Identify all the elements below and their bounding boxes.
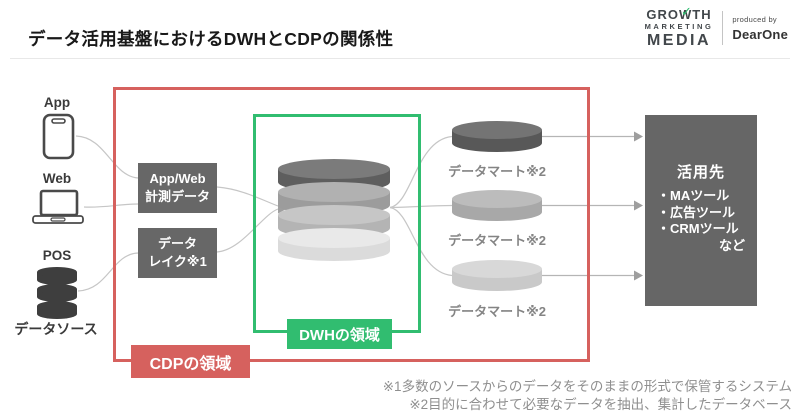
destination-box: 活用先 ・MAツール ・広告ツール ・CRMツール など bbox=[645, 115, 757, 306]
datamart-label-2: データマート※2 bbox=[448, 233, 546, 248]
check-icon: ✓ bbox=[680, 4, 693, 19]
data-source-caption: データソース bbox=[14, 321, 98, 337]
destination-item-ma: ・MAツール bbox=[657, 188, 730, 203]
destination-etc: など bbox=[718, 237, 745, 253]
connector-web-to-measure bbox=[83, 203, 139, 208]
cdp-region-frame bbox=[113, 87, 590, 362]
dwh-region-frame bbox=[253, 114, 421, 333]
footnote-2: ※2目的に合わせて必要なデータを抽出、集計したデータベース bbox=[409, 396, 792, 412]
arrowhead-dest-3 bbox=[634, 270, 643, 281]
header-divider bbox=[10, 58, 790, 59]
destination-item-ad: ・広告ツール bbox=[657, 204, 736, 220]
cdp-region-label: CDPの領域 bbox=[131, 345, 250, 378]
logo-wordmark: GROW✓TH MARKETING MEDIA bbox=[644, 4, 714, 49]
datamart-disk-3 bbox=[452, 260, 542, 291]
logo-media-line: MEDIA bbox=[646, 31, 712, 49]
arrowhead-dest-2 bbox=[634, 200, 643, 211]
database-icon bbox=[37, 267, 77, 319]
source-connectors bbox=[75, 135, 279, 292]
source-label-pos: POS bbox=[42, 248, 72, 263]
connector-measure-to-dwh bbox=[216, 186, 279, 207]
connector-dwh-to-datamart-1 bbox=[389, 135, 453, 209]
connector-dwh-to-datamart-2 bbox=[389, 204, 453, 209]
appweb-measurement-data-box: App/Web 計測データ bbox=[138, 163, 217, 213]
laptop-icon bbox=[32, 189, 84, 224]
logo-producer: produced by DearOne bbox=[732, 16, 788, 41]
source-label-app: App bbox=[43, 95, 71, 110]
connector-datalake-to-dwh bbox=[216, 208, 279, 253]
dwh-cylinder-stack bbox=[278, 159, 390, 261]
logo-text-th: TH bbox=[692, 7, 712, 22]
footnote-1: ※1多数のソースからのデータをそのままの形式で保管するシステム bbox=[382, 379, 792, 394]
dearone-brand: DearOne bbox=[732, 26, 788, 42]
connector-dwh-to-datamart-3 bbox=[389, 206, 453, 277]
growth-marketing-media-logo: GROW✓TH MARKETING MEDIA produced by Dear… bbox=[644, 4, 788, 49]
logo-w-with-check: W✓ bbox=[678, 4, 693, 22]
dwh-to-datamart-connectors bbox=[389, 135, 453, 277]
connector-pos-to-datalake bbox=[77, 252, 139, 292]
footnotes: ※1多数のソースからのデータをそのままの形式で保管するシステム ※2目的に合わせ… bbox=[383, 378, 792, 413]
produced-by-label: produced by bbox=[732, 15, 777, 24]
datamart-label-3: データマート※2 bbox=[448, 304, 546, 319]
smartphone-icon bbox=[42, 113, 75, 160]
datamart-label-1: データマート※2 bbox=[448, 164, 546, 179]
logo-marketing-line: MARKETING bbox=[644, 22, 714, 31]
data-lake-box: データ レイク※1 bbox=[138, 228, 217, 278]
logo-text-w: W bbox=[678, 7, 693, 22]
datamart-disk-1 bbox=[452, 121, 542, 152]
arrowhead-dest-1 bbox=[634, 131, 643, 142]
destination-title: 活用先 bbox=[676, 164, 725, 181]
datamart-disk-2 bbox=[452, 190, 542, 221]
logo-text-gro: GRO bbox=[646, 7, 679, 22]
destination-item-crm: ・CRMツール bbox=[657, 221, 739, 236]
page-title: データ活用基盤におけるDWHとCDPの関係性 bbox=[28, 29, 394, 49]
logo-growth-line: GROW✓TH bbox=[646, 4, 712, 22]
source-label-web: Web bbox=[42, 171, 72, 186]
connector-app-to-measure bbox=[75, 135, 139, 179]
dwh-region-label: DWHの領域 bbox=[287, 319, 392, 349]
logo-divider bbox=[722, 11, 724, 46]
